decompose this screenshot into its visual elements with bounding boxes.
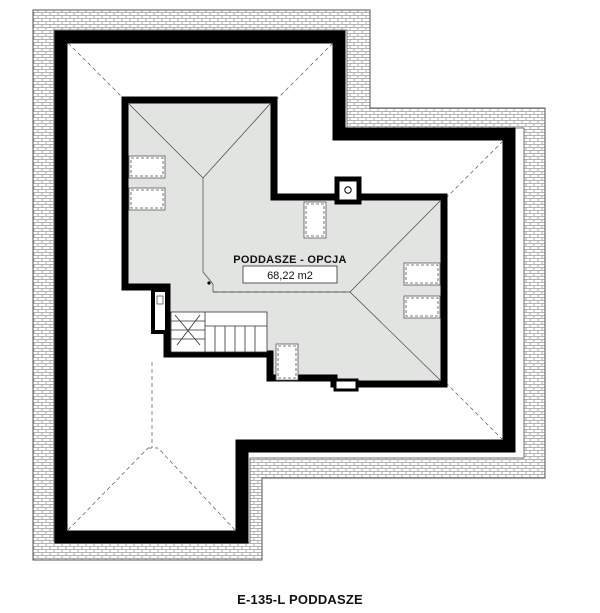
shaft [151,288,169,334]
skylight [275,343,299,381]
outer-wall [54,30,516,544]
vent-box [333,378,359,392]
room-name-label: PODDASZE - OPCJA [233,254,347,266]
skylight [403,295,441,319]
skylight [128,155,166,179]
drawing-caption: E-135-L PODDASZE [237,592,363,607]
stairs [170,311,268,353]
ridge-point [207,281,211,285]
chimney [334,176,362,205]
skylight [303,201,327,239]
skylights [128,155,441,381]
room-area-box [242,265,338,284]
room-area-label: 68,22 m2 [267,270,313,282]
skylight [128,187,166,211]
shaft-inner [156,295,164,305]
skylight [403,262,441,286]
roof-hip-lines [67,42,504,531]
chimney-flue [344,186,352,194]
